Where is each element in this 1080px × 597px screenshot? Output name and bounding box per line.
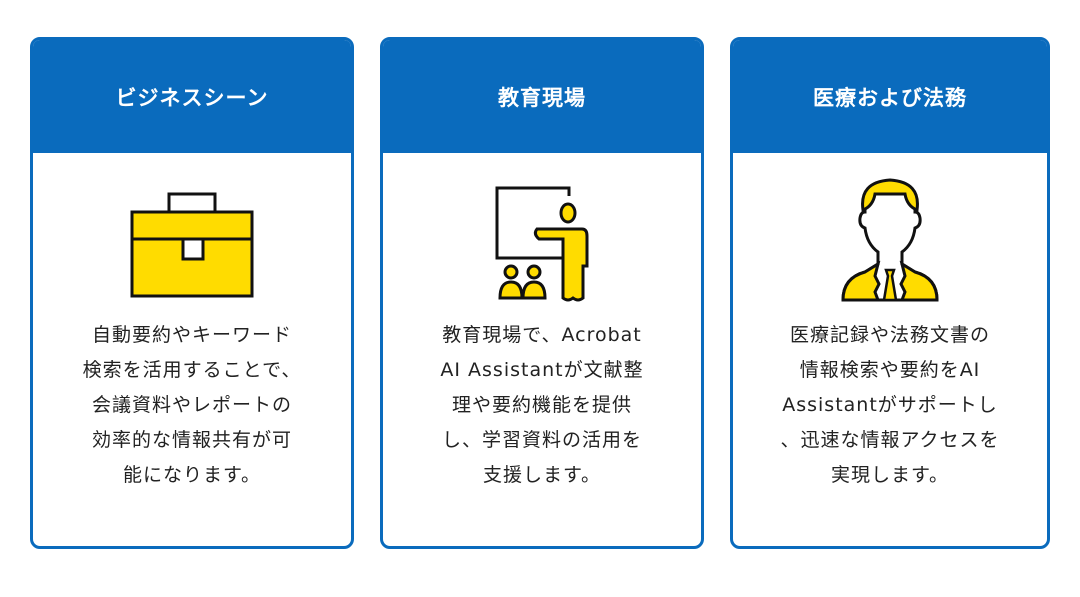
teacher-presentation-icon: [383, 153, 701, 318]
description-line: 支援します。: [482, 464, 602, 486]
description-line: 医療記録や法務文書の: [789, 324, 990, 346]
card-description: 自動要約やキーワード 検索を活用することで、 会議資料やレポートの 効率的な情報…: [33, 318, 351, 493]
description-line: 自動要約やキーワード: [91, 324, 292, 346]
description-line: Assistantがサポートし: [782, 394, 998, 416]
description-line: 理や要約機能を提供: [451, 394, 632, 416]
card-medical-legal: 医療および法務 医療記録や法務文書の 情報検索や要約をAI Assistantが…: [730, 37, 1050, 549]
briefcase-icon: [33, 153, 351, 318]
description-line: 会議資料やレポートの: [91, 394, 292, 416]
description-line: AI Assistantが文献整: [440, 359, 644, 381]
description-line: し、学習資料の活用を: [441, 429, 642, 451]
description-line: 教育現場で、Acrobat: [442, 324, 642, 346]
description-line: 効率的な情報共有が可: [91, 429, 292, 451]
card-business: ビジネスシーン 自動要約やキーワード 検索を活用することで、 会議資料やレポート…: [30, 37, 354, 549]
card-title: 教育現場: [383, 40, 701, 153]
description-line: 能になります。: [122, 464, 262, 486]
professional-person-icon: [733, 153, 1047, 318]
description-line: 実現します。: [830, 464, 950, 486]
description-line: 検索を活用することで、: [82, 359, 302, 381]
description-line: 、迅速な情報アクセスを: [780, 429, 1000, 451]
card-education: 教育現場 教育現場で、Acrobat AI Assistantが文献整 理や要約…: [380, 37, 704, 549]
card-description: 教育現場で、Acrobat AI Assistantが文献整 理や要約機能を提供…: [383, 318, 701, 493]
card-title: ビジネスシーン: [33, 40, 351, 153]
card-description: 医療記録や法務文書の 情報検索や要約をAI Assistantがサポートし 、迅…: [733, 318, 1047, 493]
description-line: 情報検索や要約をAI: [799, 359, 981, 381]
card-title: 医療および法務: [733, 40, 1047, 153]
